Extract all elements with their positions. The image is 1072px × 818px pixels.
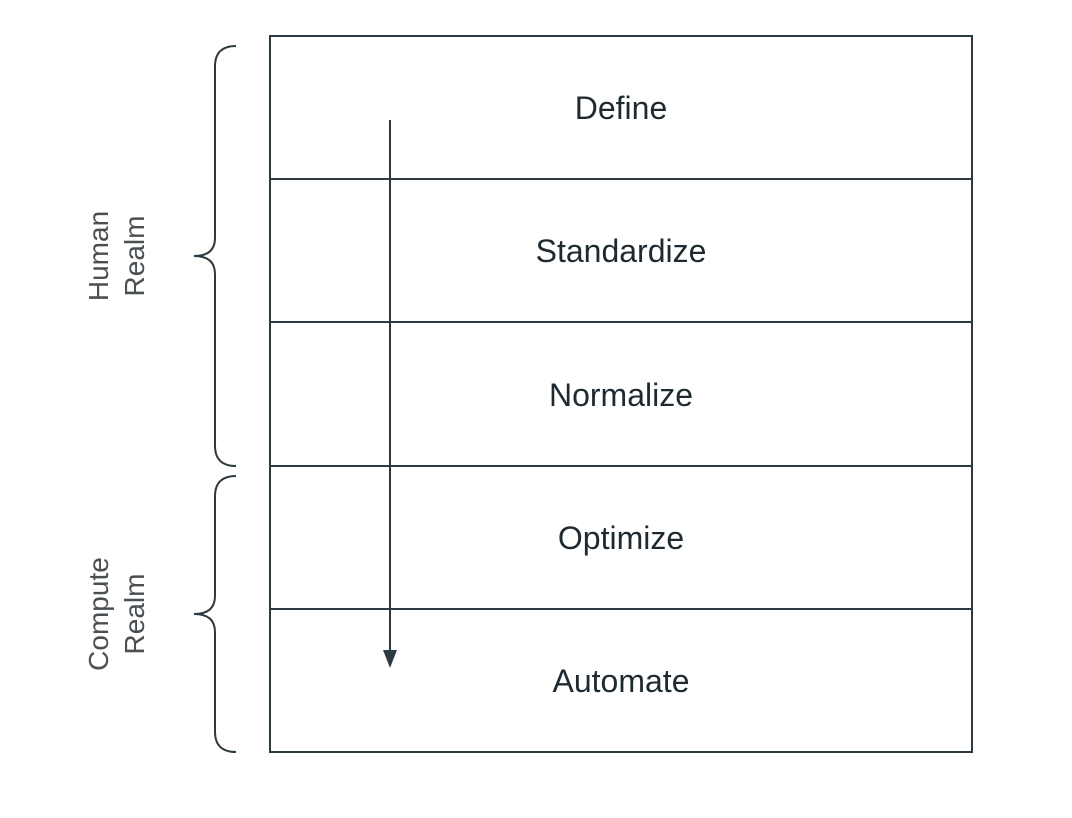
flow-arrow-head [383,650,397,668]
human-realm-brace [193,45,237,467]
stage-standardize-label: Standardize [536,233,707,269]
stage-define-label: Define [575,90,668,126]
stage-normalize-label: Normalize [549,377,693,413]
human-realm-label: Human Realm [83,211,150,301]
compute-realm-brace [193,475,237,753]
stack-frame [269,35,973,753]
compute-realm-label: Compute Realm [83,557,150,671]
stage-optimize-label: Optimize [558,520,684,556]
stage-automate-label: Automate [553,663,690,699]
compute-realm-line1: Compute [83,557,114,671]
compute-realm-line2: Realm [119,574,150,655]
human-realm-line2: Realm [119,216,150,297]
human-realm-line1: Human [83,211,114,301]
